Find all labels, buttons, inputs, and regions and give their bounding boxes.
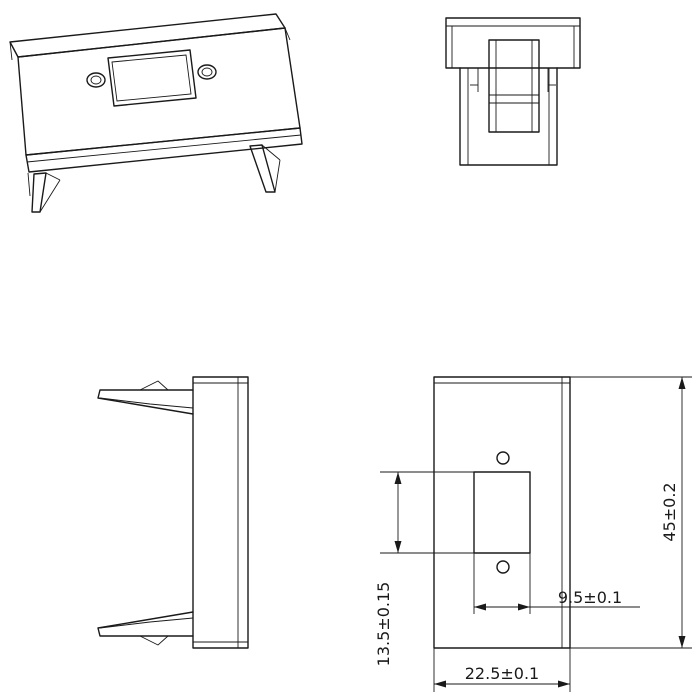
end-view	[445, 17, 581, 166]
dimension-label-opening-height: 13.5±0.15	[374, 582, 393, 667]
front-opening	[473, 471, 531, 554]
front-screw-hole-bottom	[496, 560, 510, 574]
side-view	[97, 376, 249, 649]
iso-screw-hole-left	[86, 72, 106, 88]
dimension-lines	[380, 376, 692, 692]
dimension-label-width: 22.5±0.1	[465, 664, 539, 683]
iso-screw-hole-right	[197, 64, 217, 80]
dimension-label-opening-width: 9.5±0.1	[558, 588, 622, 607]
iso-opening	[107, 49, 197, 107]
front-screw-hole-top	[496, 451, 510, 465]
iso-leg-right	[249, 144, 276, 193]
front-view	[433, 376, 571, 649]
dimension-label-height: 45±0.2	[660, 482, 679, 541]
isometric-view	[9, 13, 303, 213]
